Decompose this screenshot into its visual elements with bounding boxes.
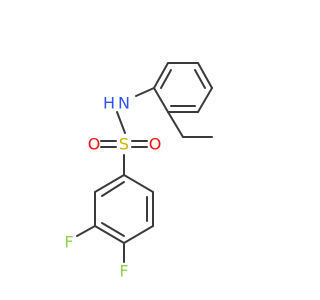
bond-ring1-d	[197, 87, 213, 113]
atom-label-h: H	[103, 94, 115, 113]
bond-ethyl-1	[167, 111, 184, 138]
bond-ring2-double-c	[101, 181, 125, 197]
bond-ring1-double-a	[160, 69, 172, 89]
bond-ring2-f	[94, 174, 125, 193]
atom-label-o-left: O	[88, 135, 101, 154]
atom-label-o-right: O	[149, 135, 162, 154]
atom-label-n: N	[118, 94, 130, 113]
bond-ring2-double-b	[101, 222, 125, 237]
bond-n-to-s	[116, 111, 126, 134]
bond-ring1-to-n	[135, 87, 155, 97]
atom-label-s: S	[119, 135, 129, 154]
bond-c-f1	[76, 225, 96, 237]
bond-ring1-a	[153, 62, 169, 89]
bond-ring2-a	[123, 174, 154, 193]
molecule-structure-diagram: N H S O O F F	[64, 62, 213, 281]
ethyl-group	[167, 111, 213, 138]
atom-label-f-bottom: F	[119, 262, 128, 281]
ethylphenyl-ring	[153, 62, 213, 113]
bond-ring1-double-b	[194, 69, 206, 89]
bond-ring1-f	[153, 87, 169, 113]
bond-ring2-d	[94, 225, 125, 244]
sulfonyl-group	[100, 140, 148, 176]
amine-linkage	[116, 87, 155, 134]
bond-ring1-c	[197, 62, 213, 89]
fluoro-bonds	[76, 225, 125, 263]
difluorophenyl-ring	[94, 174, 154, 244]
atom-label-f-left: F	[64, 233, 73, 252]
bond-ring2-c	[123, 225, 154, 244]
